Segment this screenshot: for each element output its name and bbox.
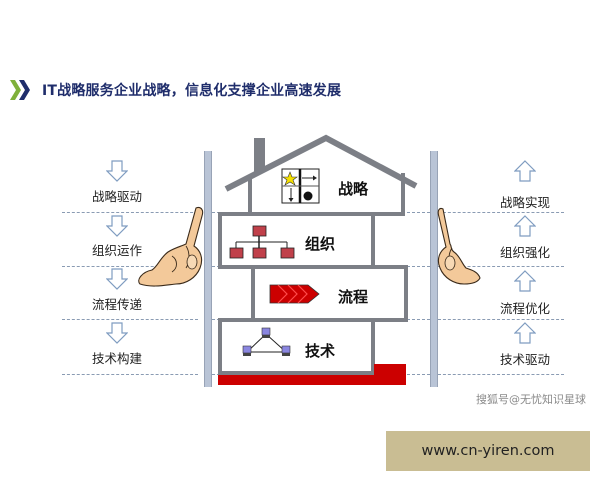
network-icon — [242, 327, 291, 356]
dashed-divider — [438, 374, 564, 375]
left-label-organization: 组织运作 — [91, 243, 142, 258]
down-arrow-icon — [106, 268, 128, 290]
floor-label-strategy: 战略 — [338, 180, 369, 198]
left-support-pole — [204, 151, 212, 387]
right-label-strategy: 战略实现 — [499, 195, 550, 210]
up-arrow-icon — [514, 270, 536, 292]
right-label-process: 流程优化 — [499, 301, 550, 316]
down-arrow-icon — [106, 215, 128, 237]
up-arrow-icon — [514, 215, 536, 237]
footer-url: www.cn-yiren.com — [421, 443, 555, 459]
floor-label-organization: 组织 — [305, 235, 336, 253]
strategy-matrix-icon — [281, 168, 320, 204]
left-label-process: 流程传递 — [91, 297, 142, 312]
process-chevrons-icon — [269, 284, 320, 304]
right-hand-icon — [437, 207, 481, 285]
dashed-divider — [62, 319, 198, 320]
down-arrow-icon — [106, 322, 128, 344]
dashed-divider — [438, 319, 564, 320]
floor-label-technology: 技术 — [305, 342, 336, 360]
down-arrow-icon — [106, 160, 128, 182]
dashed-divider — [62, 266, 198, 267]
left-hand-icon — [138, 206, 204, 287]
right-label-technology: 技术驱动 — [499, 352, 550, 367]
page-title: IT战略服务企业战略，信息化支撑企业高速发展 — [42, 83, 342, 99]
left-label-strategy: 战略驱动 — [91, 189, 142, 204]
up-arrow-icon — [514, 322, 536, 344]
dashed-divider — [438, 266, 564, 267]
left-label-technology: 技术构建 — [91, 351, 142, 366]
title-bar: IT战略服务企业战略，信息化支撑企业高速发展 — [10, 78, 341, 102]
double-chevron-icon — [10, 80, 30, 100]
floor-label-process: 流程 — [338, 288, 369, 306]
right-label-organization: 组织强化 — [499, 245, 550, 260]
right-support-pole — [430, 151, 438, 387]
dashed-divider — [62, 212, 198, 213]
dashed-divider — [62, 374, 198, 375]
dashed-divider — [438, 212, 564, 213]
footer-url-banner: www.cn-yiren.com — [386, 431, 590, 471]
up-arrow-icon — [514, 160, 536, 182]
org-chart-icon — [229, 225, 295, 259]
watermark-text: 搜狐号@无忧知识星球 — [476, 393, 586, 406]
